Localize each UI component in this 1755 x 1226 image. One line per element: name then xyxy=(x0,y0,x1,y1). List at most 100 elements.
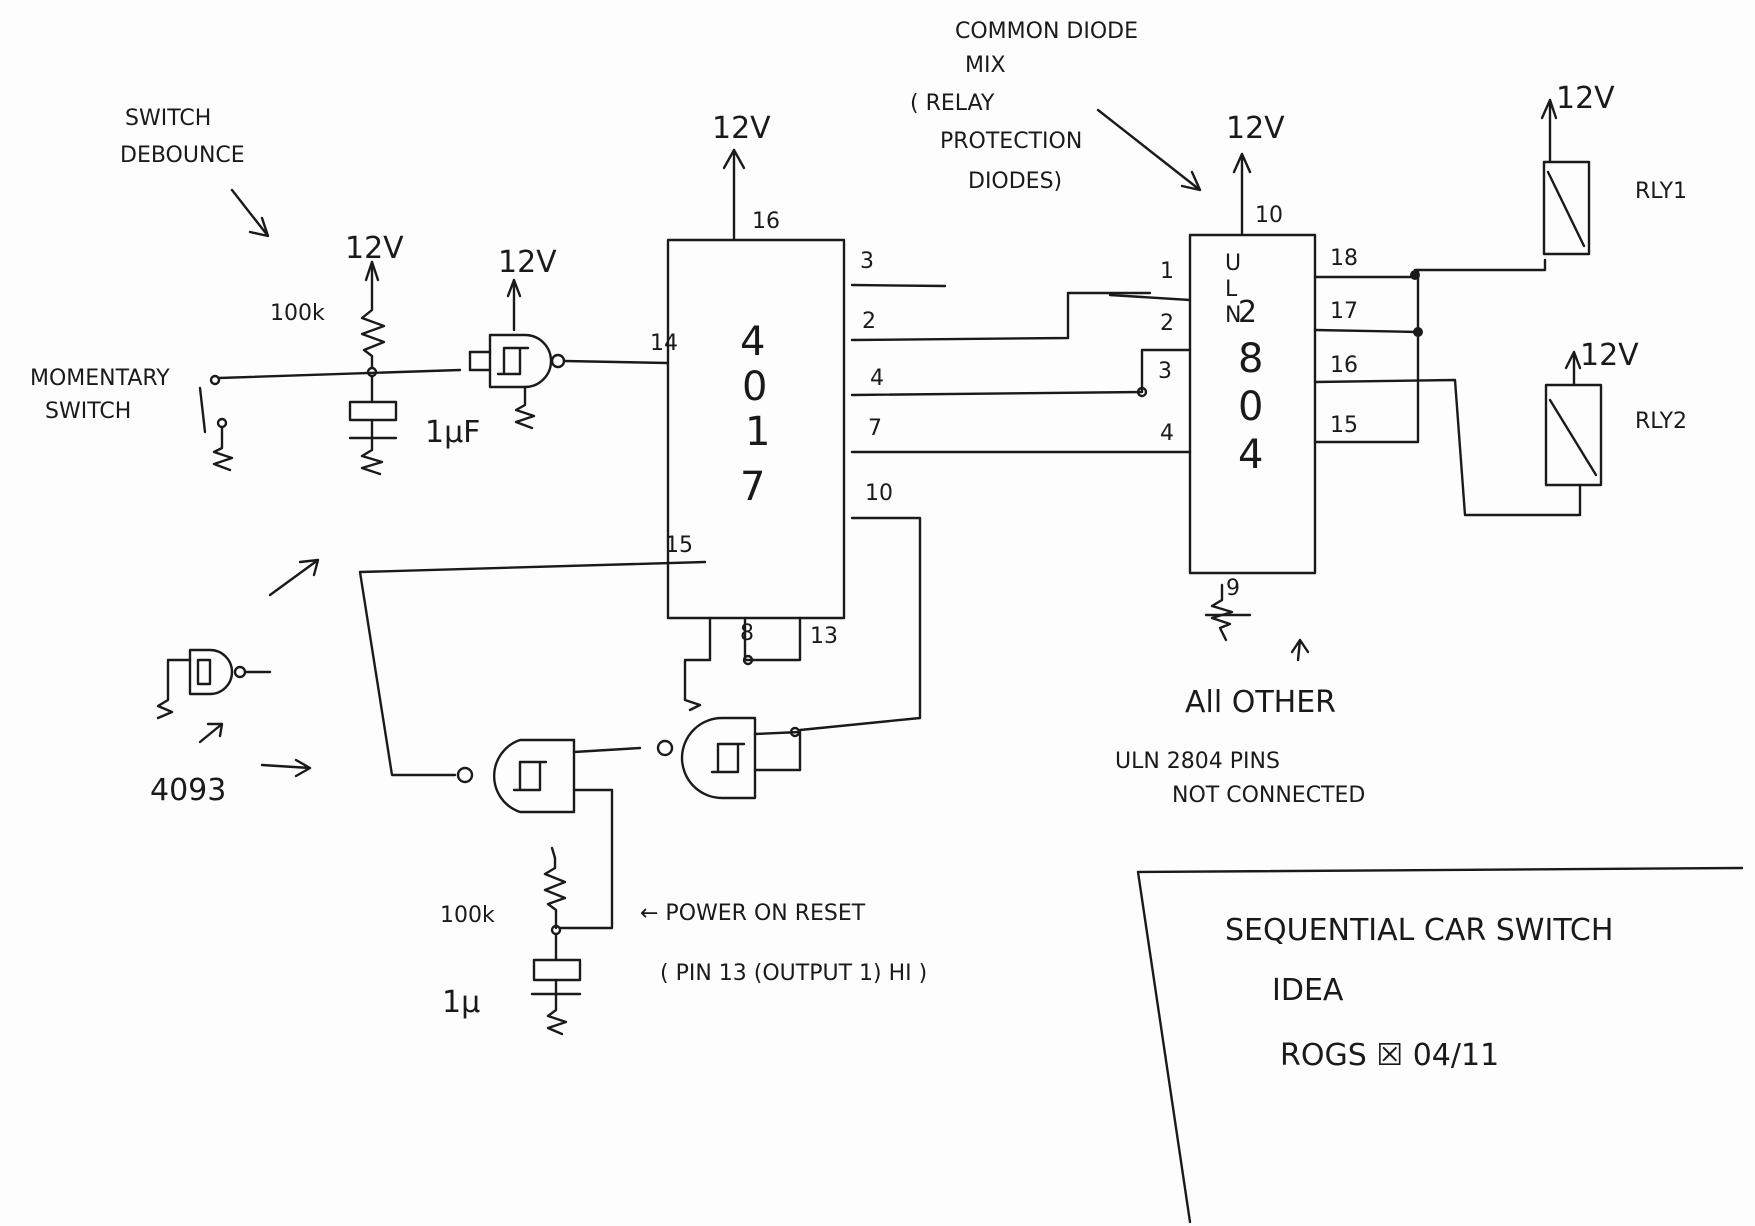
note-momentary-2: SWITCH xyxy=(45,399,131,424)
wire-uln-15 xyxy=(1313,268,1420,444)
pin-4017-10: 10 xyxy=(865,481,893,506)
wire-4017-pin4 xyxy=(850,348,1192,397)
title-block-frame xyxy=(1136,866,1744,1224)
note-switch-debounce-1: SWITCH xyxy=(125,106,211,131)
ic-uln-char-1: L xyxy=(1225,277,1238,302)
ic-uln-char-5: 0 xyxy=(1238,384,1263,430)
r-reset-label: 100k xyxy=(440,903,495,928)
relay-2 xyxy=(1544,383,1603,487)
ic-uln-char-3: 2 xyxy=(1238,295,1257,330)
relay-1 xyxy=(1542,160,1591,256)
c-reset-label: 1μ xyxy=(442,985,480,1020)
ic-4017-digit-2: 1 xyxy=(745,409,770,455)
pin-uln-3: 3 xyxy=(1158,359,1172,384)
wire-4017-pin10 xyxy=(798,516,922,732)
pin-uln-17: 17 xyxy=(1330,299,1358,324)
pin-uln-2: 2 xyxy=(1160,311,1174,336)
note-power-on-reset-1: ← POWER ON RESET xyxy=(640,901,866,926)
wire-debounce-input xyxy=(217,368,462,380)
momentary-switch xyxy=(198,374,234,472)
wire-uln-pin2 xyxy=(1108,293,1192,302)
note-common-diode-2: MIX xyxy=(965,53,1006,78)
rv-uln-label: 12V xyxy=(1226,111,1285,146)
wire-4017-pin2 xyxy=(850,291,1152,342)
rv-gate-label: 12V xyxy=(498,245,557,280)
rv-rly2-label: 12V xyxy=(1580,338,1639,373)
note-all-other-1: All OTHER xyxy=(1185,685,1336,720)
r-reset xyxy=(543,846,567,930)
wire-4017-gnd xyxy=(683,616,712,712)
rv-4017-arrow xyxy=(722,148,746,242)
note-momentary-1: MOMENTARY xyxy=(30,366,170,391)
relay-2-label: RLY2 xyxy=(1635,409,1687,434)
rv-uln-arrow xyxy=(1232,152,1252,237)
ic-uln-char-2: N xyxy=(1225,303,1241,328)
junction-4017-bottom xyxy=(742,654,754,666)
arrow-4093-right xyxy=(260,758,312,778)
wire-uln-16 xyxy=(1313,378,1582,517)
note-relay-prot-1: ( RELAY xyxy=(910,91,995,116)
note-common-diode-1: COMMON DIODE xyxy=(955,19,1138,44)
arrow-common-diode xyxy=(1096,108,1202,192)
arrow-4093-up xyxy=(268,558,320,597)
ic-4017-digit-0: 4 xyxy=(740,319,765,365)
pin-4017-15: 15 xyxy=(665,533,693,558)
arrow-4093-small xyxy=(198,722,224,744)
label-4093: 4093 xyxy=(150,773,226,808)
wire-4017-pin8-13 xyxy=(743,616,802,662)
ic-4017-digit-1: 0 xyxy=(742,364,767,410)
nand-gate-debounce xyxy=(468,333,566,430)
pin-uln-16: 16 xyxy=(1330,353,1358,378)
title-line-1: SEQUENTIAL CAR SWITCH xyxy=(1225,913,1613,948)
title-line-3: ROGS ☒ 04/11 xyxy=(1280,1038,1499,1073)
c-debounce-label: 1μF xyxy=(425,415,480,450)
nand-gate-legend xyxy=(156,648,272,720)
nand-gate-reset-2 xyxy=(656,716,802,800)
pin-uln-15: 15 xyxy=(1330,413,1358,438)
pin-4017-4: 4 xyxy=(870,366,884,391)
pin-4017-3: 3 xyxy=(860,249,874,274)
note-power-on-reset-2: ( PIN 13 (OUTPUT 1) HI ) xyxy=(660,961,927,986)
ic-uln-char-6: 4 xyxy=(1238,432,1263,478)
rv-gate-arrow xyxy=(506,278,522,332)
title-line-2: IDEA xyxy=(1272,973,1344,1008)
r-debounce-label: 100k xyxy=(270,301,325,326)
note-relay-prot-2: PROTECTION xyxy=(940,129,1082,154)
junction-uln-pin3 xyxy=(1136,386,1148,398)
note-all-other-2: ULN 2804 PINS xyxy=(1115,749,1280,774)
pin-4017-16: 16 xyxy=(752,209,780,234)
note-all-other-3: NOT CONNECTED xyxy=(1172,783,1365,808)
ic-uln2804 xyxy=(1188,233,1317,575)
arrow-all-other xyxy=(1290,638,1310,662)
wire-uln-17 xyxy=(1313,328,1420,334)
pin-4017-2: 2 xyxy=(862,309,876,334)
note-relay-prot-3: DIODES) xyxy=(968,169,1062,194)
rv-rly1-arrow xyxy=(1540,98,1558,164)
c-reset xyxy=(530,932,582,1036)
r-debounce xyxy=(360,260,386,370)
nand-gate-reset-1 xyxy=(456,738,642,930)
pin-uln-10: 10 xyxy=(1255,203,1283,228)
pin-uln-18: 18 xyxy=(1330,246,1358,271)
rv-rly1-label: 12V xyxy=(1556,81,1615,116)
rv-rly2-arrow xyxy=(1564,350,1582,387)
wire-4017-pin15 xyxy=(358,560,707,777)
pin-uln-4: 4 xyxy=(1160,421,1174,446)
rv-debounce-label: 12V xyxy=(345,231,404,266)
wire-4017-pin3 xyxy=(850,283,947,288)
note-switch-debounce-2: DEBOUNCE xyxy=(120,143,245,168)
wire-gate-to-4017 xyxy=(562,359,670,365)
arrow-debounce xyxy=(230,188,270,238)
pin-uln-9: 9 xyxy=(1226,576,1240,601)
pin-4017-8: 8 xyxy=(740,621,754,646)
pin-4017-13: 13 xyxy=(810,624,838,649)
pin-4017-14: 14 xyxy=(650,331,678,356)
ic-uln-char-0: U xyxy=(1225,251,1241,276)
rv-4017-label: 12V xyxy=(712,111,771,146)
ic-4017-digit-3: 7 xyxy=(740,464,765,510)
relay-1-label: RLY1 xyxy=(1635,179,1687,204)
ic-4017 xyxy=(666,238,846,620)
c-debounce xyxy=(348,374,398,476)
